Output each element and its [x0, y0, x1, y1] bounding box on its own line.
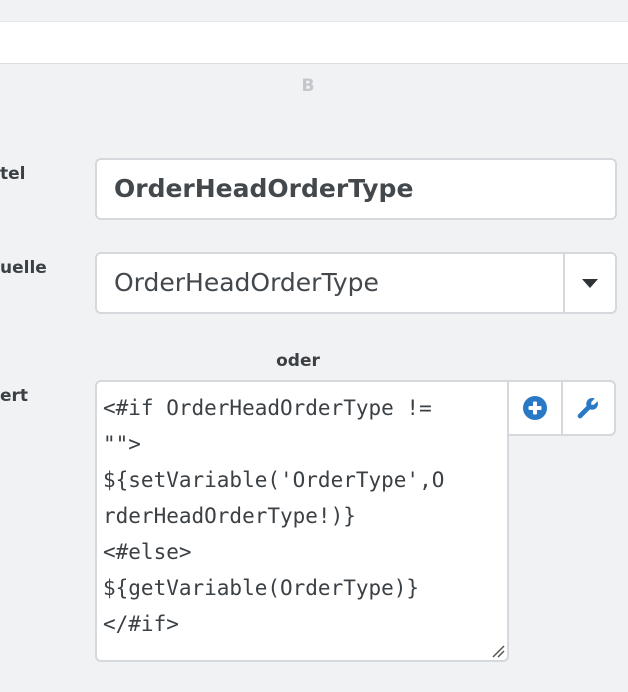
- expression-textarea[interactable]: <#if OrderHeadOrderType != ""> ${setVari…: [95, 380, 509, 662]
- source-select-value[interactable]: OrderHeadOrderType: [114, 268, 379, 297]
- plus-circle-icon: [522, 396, 547, 420]
- top-bar: [0, 0, 628, 22]
- title-input[interactable]: OrderHeadOrderType: [95, 158, 617, 220]
- wrench-icon: [577, 398, 599, 419]
- column-letter: B: [301, 76, 315, 96]
- code-line: <#if OrderHeadOrderType !=: [103, 396, 432, 420]
- source-select[interactable]: OrderHeadOrderType: [95, 252, 617, 314]
- tools-button[interactable]: [560, 382, 615, 434]
- source-row-label: uelle: [0, 258, 47, 278]
- chevron-down-icon: [582, 278, 598, 288]
- add-button[interactable]: [509, 382, 561, 434]
- or-label: oder: [276, 351, 320, 371]
- code-line: ${getVariable(OrderType)}: [103, 576, 420, 600]
- header-strip: [0, 22, 628, 64]
- source-select-toggle[interactable]: [563, 254, 615, 312]
- value-row-label: ert: [0, 386, 29, 406]
- code-line: <#else>: [103, 540, 192, 564]
- code-line: rderHeadOrderType!)}: [103, 504, 356, 528]
- title-row-label: tel: [0, 164, 26, 184]
- resize-handle-icon[interactable]: [491, 644, 505, 658]
- expression-actions: [507, 380, 616, 436]
- code-line: ${setVariable('OrderType',O: [103, 468, 445, 492]
- code-line: </#if>: [103, 612, 179, 636]
- code-line: "">: [103, 432, 141, 456]
